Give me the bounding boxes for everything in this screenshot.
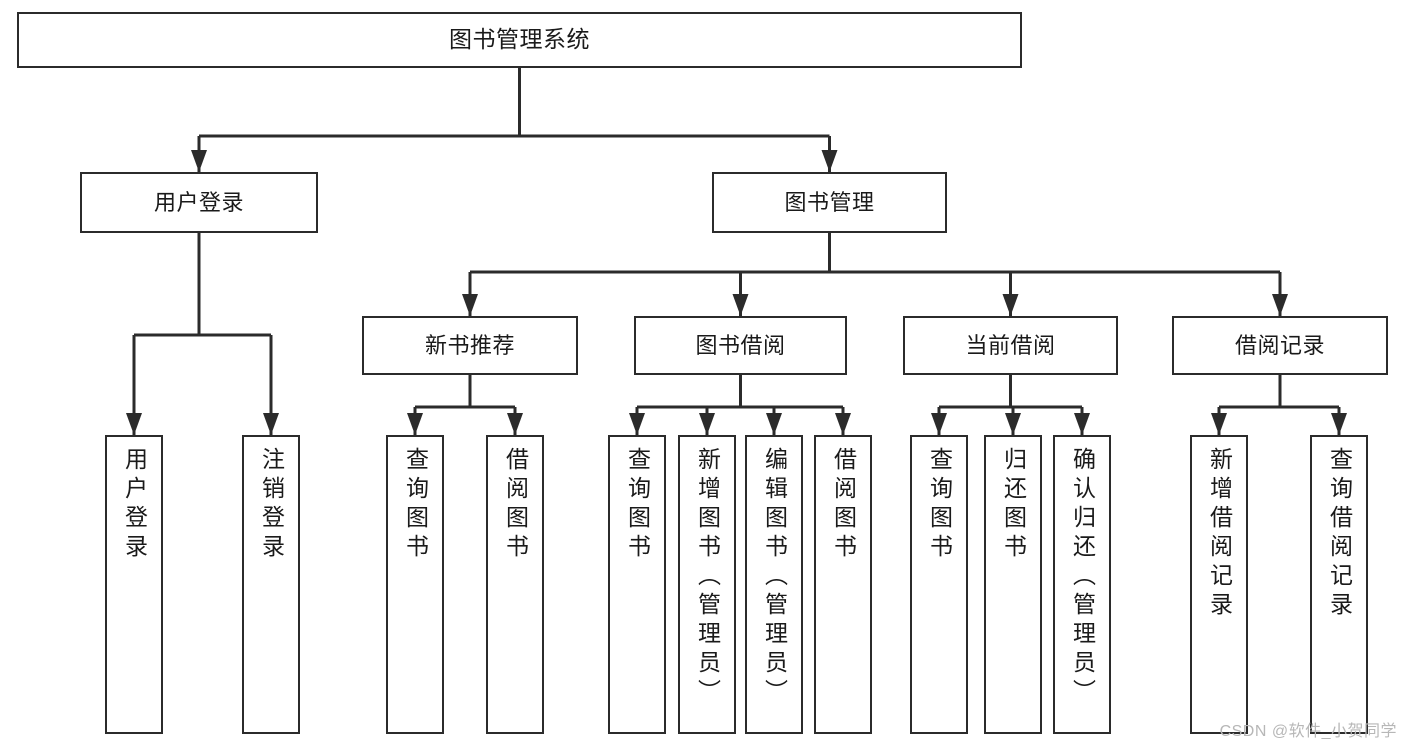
node-leaf-user-logout[interactable]: 注销登录 [242,435,300,734]
node-label: 图书管理系统 [449,26,590,53]
node-new-book-rec[interactable]: 新书推荐 [362,316,578,375]
node-label: 图书管理 [784,189,875,215]
node-label: 查询图书 [624,447,651,563]
node-leaf-return-book[interactable]: 归还图书 [984,435,1042,734]
node-label: 查询图书 [402,447,429,563]
node-label: 借阅记录 [1234,332,1325,358]
node-label: 用户登录 [153,189,244,215]
node-label: 新书推荐 [424,332,515,358]
node-root[interactable]: 图书管理系统 [17,12,1022,68]
node-label: 借阅图书 [502,447,529,563]
node-leaf-borrow-book-b[interactable]: 借阅图书 [814,435,872,734]
node-label: 当前借阅 [965,332,1056,358]
node-label: 新增借阅记录 [1206,447,1233,621]
edges-group [126,68,1347,435]
node-user-login[interactable]: 用户登录 [80,172,318,233]
node-leaf-query-book-a[interactable]: 查询图书 [386,435,444,734]
watermark: CSDN @软件_小贺同学 [1219,723,1397,740]
node-leaf-user-login[interactable]: 用户登录 [105,435,163,734]
node-leaf-add-book[interactable]: 新增图书（管理员） [678,435,736,734]
node-leaf-add-record[interactable]: 新增借阅记录 [1190,435,1248,734]
node-label: 用户登录 [121,447,148,563]
node-book-borrow[interactable]: 图书借阅 [634,316,847,375]
node-label: 查询借阅记录 [1326,447,1353,621]
node-label: 查询图书 [926,447,953,563]
node-leaf-borrow-book-a[interactable]: 借阅图书 [486,435,544,734]
node-label: 图书借阅 [695,332,786,358]
node-label: 编辑图书（管理员） [761,447,788,708]
node-leaf-edit-book[interactable]: 编辑图书（管理员） [745,435,803,734]
node-leaf-query-book-b[interactable]: 查询图书 [608,435,666,734]
node-leaf-confirm-return[interactable]: 确认归还（管理员） [1053,435,1111,734]
node-label: 确认归还（管理员） [1069,447,1096,708]
node-leaf-query-record[interactable]: 查询借阅记录 [1310,435,1368,734]
node-label: 新增图书（管理员） [694,447,721,708]
node-current-borrow[interactable]: 当前借阅 [903,316,1118,375]
node-leaf-query-book-c[interactable]: 查询图书 [910,435,968,734]
node-book-manage[interactable]: 图书管理 [712,172,947,233]
node-borrow-record[interactable]: 借阅记录 [1172,316,1388,375]
node-label: 归还图书 [1000,447,1027,563]
node-label: 注销登录 [258,447,285,563]
node-label: 借阅图书 [830,447,857,563]
